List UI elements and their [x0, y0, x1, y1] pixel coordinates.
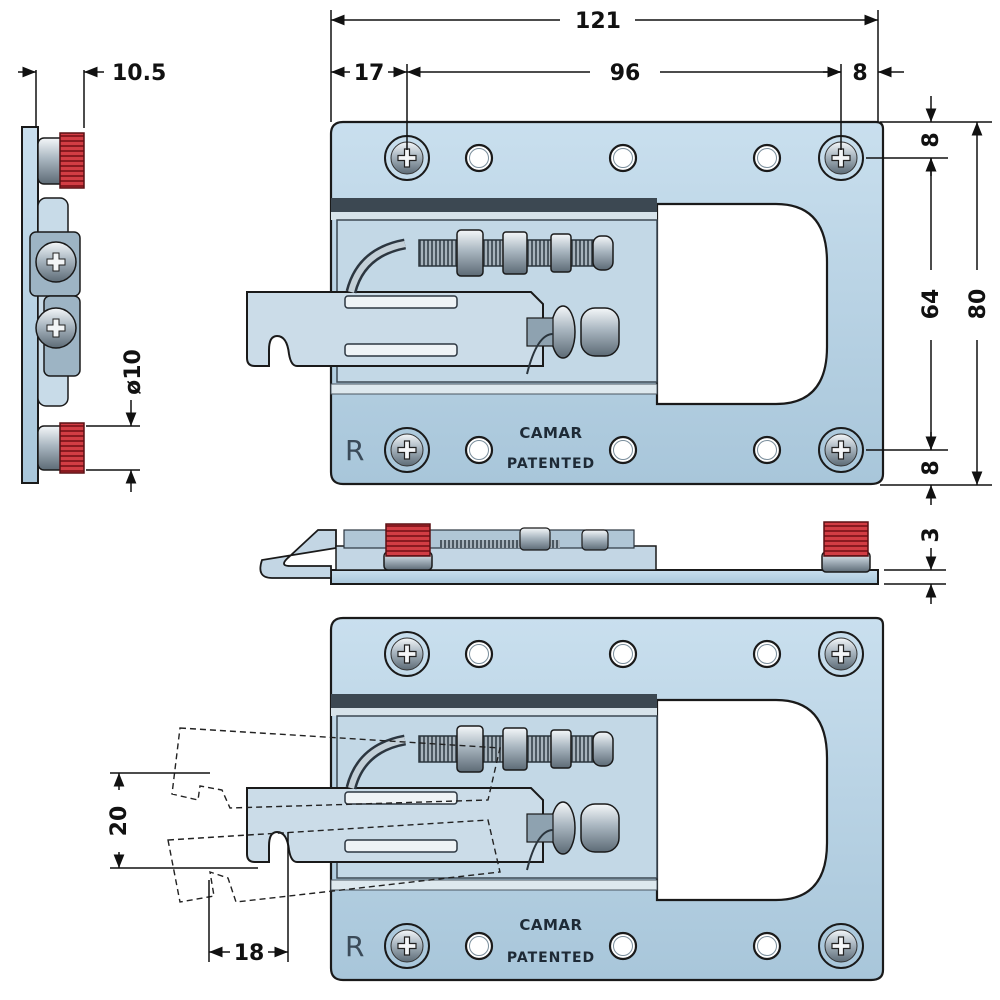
left-offset-label: 17: [354, 61, 385, 86]
brand-label-bottom: CAMAR: [519, 916, 582, 934]
bottom-plate-view: R CAMAR PATENTED: [247, 618, 883, 980]
plate-thickness-label: 3: [919, 527, 944, 542]
bottom-view-dimensions: 20 18: [107, 772, 289, 966]
patent-label-top: PATENTED: [507, 456, 595, 472]
r-mark-top: R: [345, 434, 364, 467]
overall-width-label: 121: [575, 9, 621, 34]
vertical-spacing-label: 64: [919, 289, 944, 320]
r-mark-bottom: R: [345, 930, 364, 963]
lever-offset-label: 18: [234, 941, 265, 966]
patent-label-bottom: PATENTED: [507, 950, 595, 966]
top-plate-view: R CAMAR PATENTED: [247, 122, 883, 484]
lever-swing-outline: [167, 727, 501, 903]
right-offset-label: 8: [852, 61, 867, 86]
top-margin-label: 8: [919, 132, 944, 147]
side-view: [21, 126, 85, 484]
bottom-margin-label: 8: [919, 460, 944, 475]
overall-height-label: 80: [966, 289, 991, 320]
pin-diameter-label: ø10: [121, 349, 146, 395]
side-view-dimensions: 10.5 ø10: [18, 61, 166, 492]
top-view-dimensions: 121 17 96 8 8 64 8 80: [330, 9, 992, 505]
lever-travel-label: 20: [107, 806, 132, 837]
section-view-dimensions: 3: [884, 527, 946, 604]
brand-label-top: CAMAR: [519, 424, 582, 442]
hole-spacing-label: 96: [610, 61, 641, 86]
section-view: [259, 521, 879, 585]
side-depth-label: 10.5: [112, 61, 166, 86]
